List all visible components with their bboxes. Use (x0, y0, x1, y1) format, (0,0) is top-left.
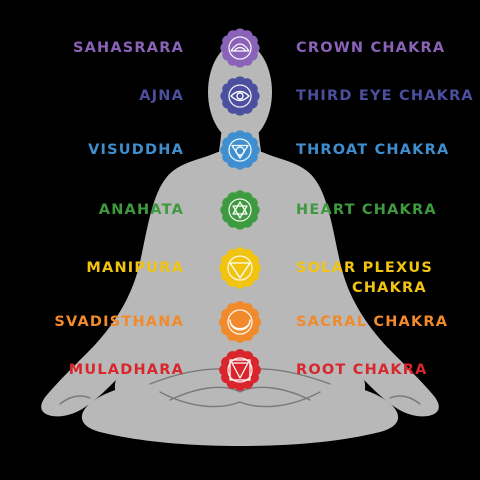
third-eye-lotus-icon (220, 76, 260, 116)
english-label-line1: CROWN CHAKRA (296, 40, 446, 56)
english-label-2: THROAT CHAKRA (296, 142, 449, 158)
english-label-line1: THIRD EYE CHAKRA (296, 88, 474, 104)
english-label-1: THIRD EYE CHAKRA (296, 88, 474, 104)
sanskrit-label-muladhara: MULADHARA (68, 362, 184, 378)
english-label-line2: CHAKRA (352, 280, 427, 296)
root-square-icon (219, 349, 261, 391)
english-label-line1: ROOT CHAKRA (296, 362, 428, 378)
english-label-4: SOLAR PLEXUS CHAKRA (296, 260, 433, 296)
sanskrit-label-sahasrara: SAHASRARA (72, 40, 184, 56)
sanskrit-label-svadisthana: SVADISTHANA (54, 314, 184, 330)
english-label-line1: THROAT CHAKRA (296, 142, 450, 158)
english-label-line1: HEART CHAKRA (296, 202, 437, 218)
sanskrit-label-ajna: AJNA (139, 88, 184, 104)
throat-lotus-icon (220, 130, 260, 170)
english-label-line1: SOLAR PLEXUS (296, 260, 434, 276)
english-label-0: CROWN CHAKRA (296, 40, 445, 56)
english-label-3: HEART CHAKRA (296, 202, 437, 218)
solar-plexus-triangle-icon (219, 247, 261, 289)
sanskrit-label-visuddha: VISUDDHA (88, 142, 184, 158)
english-label-6: ROOT CHAKRA (296, 362, 428, 378)
sanskrit-label-anahata: ANAHATA (98, 202, 184, 218)
sanskrit-label-manipura: MANIPURA (86, 260, 184, 276)
heart-star-icon (220, 190, 260, 230)
sacral-crescent-icon (219, 301, 261, 343)
lotus-thousand-petal-icon (220, 28, 260, 68)
english-label-5: SACRAL CHAKRA (296, 314, 448, 330)
english-label-line1: SACRAL CHAKRA (296, 314, 449, 330)
